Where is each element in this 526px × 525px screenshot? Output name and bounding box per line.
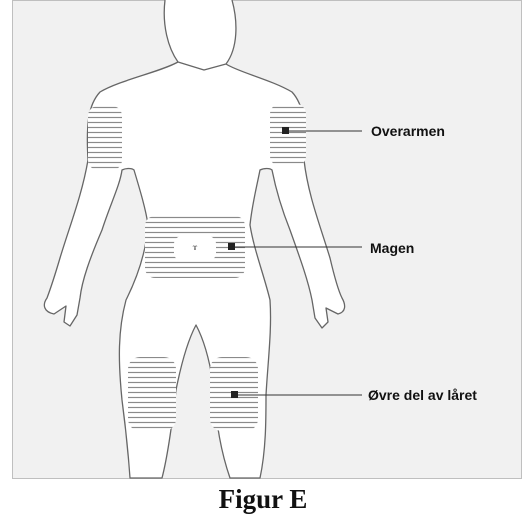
thigh-label: Øvre del av låret xyxy=(368,387,477,403)
thigh-marker xyxy=(231,391,238,398)
upper-arm-label: Overarmen xyxy=(371,123,445,139)
thigh-left-area xyxy=(128,357,176,431)
stomach-marker xyxy=(228,243,235,250)
navel-mark: ɤ xyxy=(193,243,198,252)
upper-arm-marker xyxy=(282,127,289,134)
upper-arm-left-area xyxy=(88,106,122,170)
navel-clear-zone xyxy=(174,236,216,261)
figure-caption: Figur E xyxy=(218,484,308,514)
stomach-label: Magen xyxy=(370,240,414,256)
upper-arm-right-area xyxy=(270,104,306,166)
